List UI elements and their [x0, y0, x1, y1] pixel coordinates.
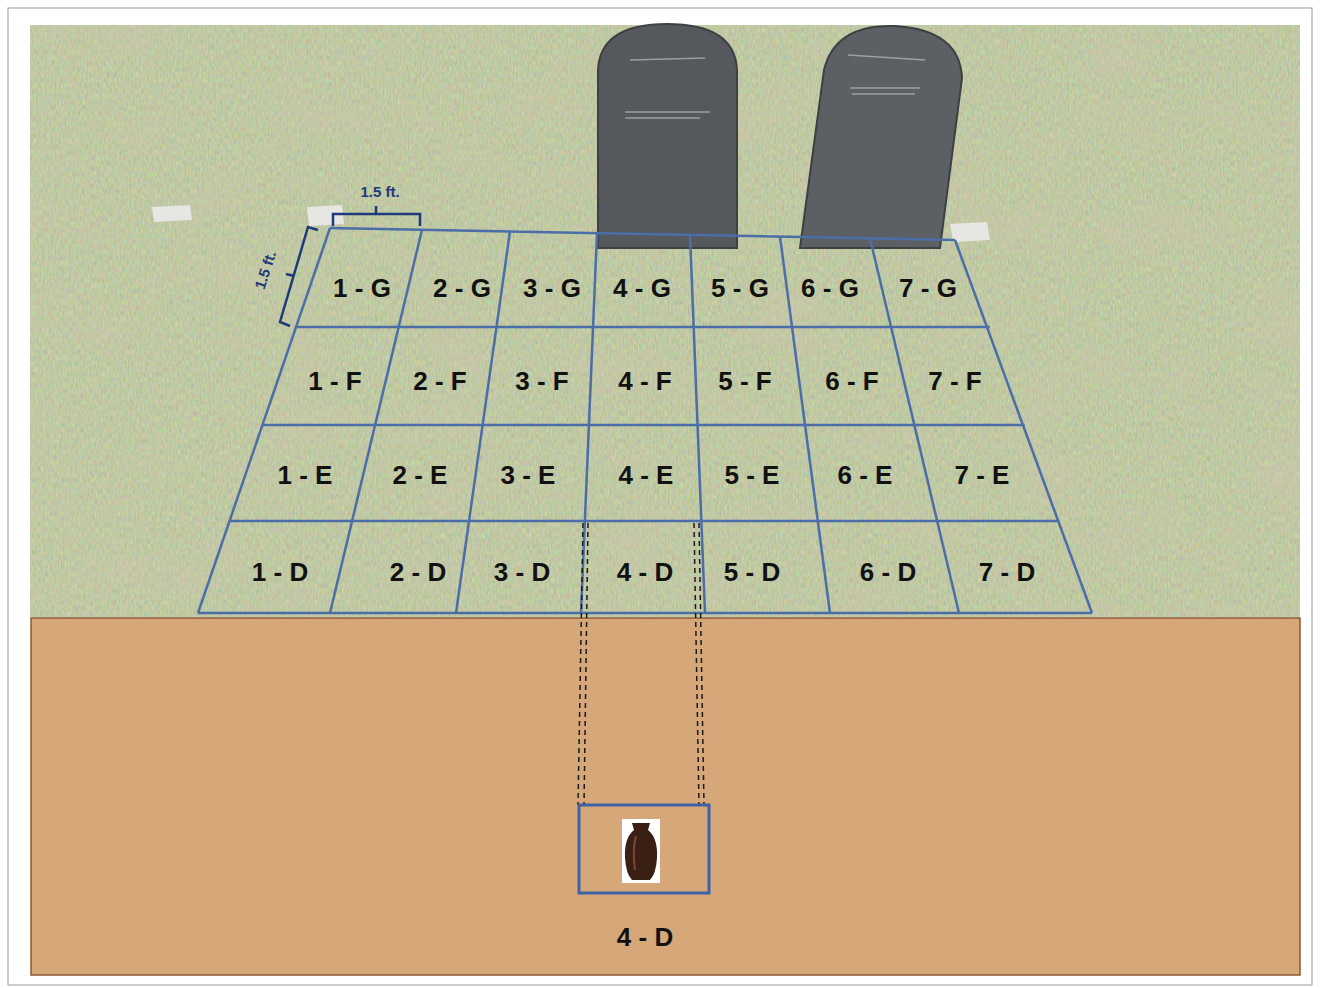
corner-marker — [950, 222, 990, 242]
urn-background — [622, 819, 660, 883]
burial-plot — [579, 805, 709, 893]
plot-label: 6 - F — [825, 368, 878, 394]
plot-label: 4 - F — [618, 368, 671, 394]
projection-lines — [578, 523, 704, 805]
plot-label: 4 - D — [617, 559, 673, 585]
grass-ground — [30, 25, 1300, 617]
plot-label: 7 - G — [899, 275, 957, 301]
plot-label: 5 - E — [725, 462, 780, 488]
grid-lines — [198, 228, 1092, 613]
frame — [8, 8, 1312, 985]
gravestone — [800, 26, 962, 248]
corner-marker — [307, 205, 344, 226]
corner-marker — [152, 205, 192, 222]
grid-line — [230, 520, 1059, 523]
plot-label: 7 - D — [979, 559, 1035, 585]
plot-label: 3 - D — [494, 559, 550, 585]
plot-label: 1 - F — [308, 368, 361, 394]
dry-patches — [30, 25, 1300, 617]
plot-label: 5 - D — [724, 559, 780, 585]
urn-highlight — [634, 836, 636, 870]
plot-label: 1 - G — [333, 275, 391, 301]
dimension-label: 1.5 ft. — [360, 184, 399, 199]
grid-line — [263, 424, 1025, 427]
grid-line — [581, 233, 597, 613]
plot-label: 5 - F — [718, 368, 771, 394]
plot-label: 1 - E — [278, 462, 333, 488]
gravestone — [598, 24, 737, 248]
plot-label: 4 - D — [617, 924, 673, 950]
plot-label: 1 - D — [252, 559, 308, 585]
urn — [625, 823, 657, 880]
plot-label: 2 - E — [393, 462, 448, 488]
plot-label: 3 - F — [515, 368, 568, 394]
dimension-bracket — [280, 206, 420, 326]
grid-line — [330, 228, 955, 240]
soil-section — [31, 618, 1300, 975]
plot-label: 4 - G — [613, 275, 671, 301]
grid-line — [198, 228, 330, 613]
grid-line — [955, 240, 1092, 613]
plot-label: 6 - E — [838, 462, 893, 488]
plot-label: 2 - G — [433, 275, 491, 301]
grid-line — [870, 238, 959, 613]
grid-line — [330, 230, 422, 613]
plot-label: 5 - G — [711, 275, 769, 301]
plot-label: 7 - E — [955, 462, 1010, 488]
plot-label: 3 - G — [523, 275, 581, 301]
dimension-label: 1.5 ft. — [252, 249, 278, 291]
inscription-lines — [625, 55, 925, 118]
plot-label: 6 - D — [860, 559, 916, 585]
grass-texture — [30, 25, 1300, 617]
plot-label: 4 - E — [619, 462, 674, 488]
plot-label: 7 - F — [928, 368, 981, 394]
plot-label: 2 - D — [390, 559, 446, 585]
plot-label: 2 - F — [413, 368, 466, 394]
grid-line — [690, 235, 705, 613]
grid-line — [297, 326, 990, 329]
plot-label: 3 - E — [501, 462, 556, 488]
plot-label: 6 - G — [801, 275, 859, 301]
